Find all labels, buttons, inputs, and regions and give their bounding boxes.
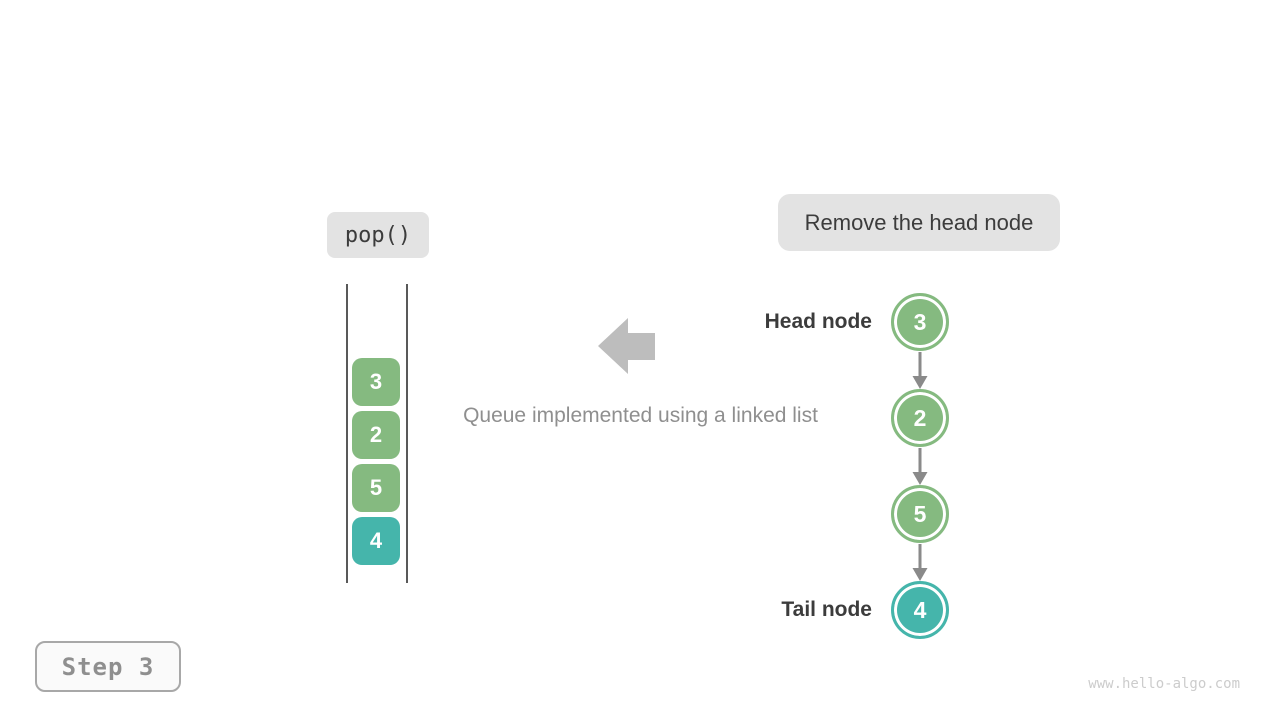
list-node: 4 [891, 581, 949, 639]
node-connector-arrow-icon [912, 544, 928, 581]
queue-container-right-wall [406, 284, 408, 583]
head-node-label: Head node [764, 310, 872, 333]
step-badge: Step 3 [35, 641, 181, 692]
list-node: 3 [891, 293, 949, 351]
tail-node-label: Tail node [781, 598, 872, 621]
queue-item: 3 [352, 358, 400, 406]
node-connector-arrow-icon [912, 352, 928, 389]
list-node: 2 [891, 389, 949, 447]
pop-operation-label: pop() [327, 212, 429, 258]
caption-text: Queue implemented using a linked list [463, 404, 818, 427]
left-arrow-icon [598, 318, 655, 374]
remove-head-annotation: Remove the head node [778, 194, 1060, 251]
list-node: 5 [891, 485, 949, 543]
queue-item: 4 [352, 517, 400, 565]
queue-item: 2 [352, 411, 400, 459]
watermark: www.hello-algo.com [1088, 676, 1240, 692]
node-connector-arrow-icon [912, 448, 928, 485]
queue-item: 5 [352, 464, 400, 512]
queue-container-left-wall [346, 284, 348, 583]
